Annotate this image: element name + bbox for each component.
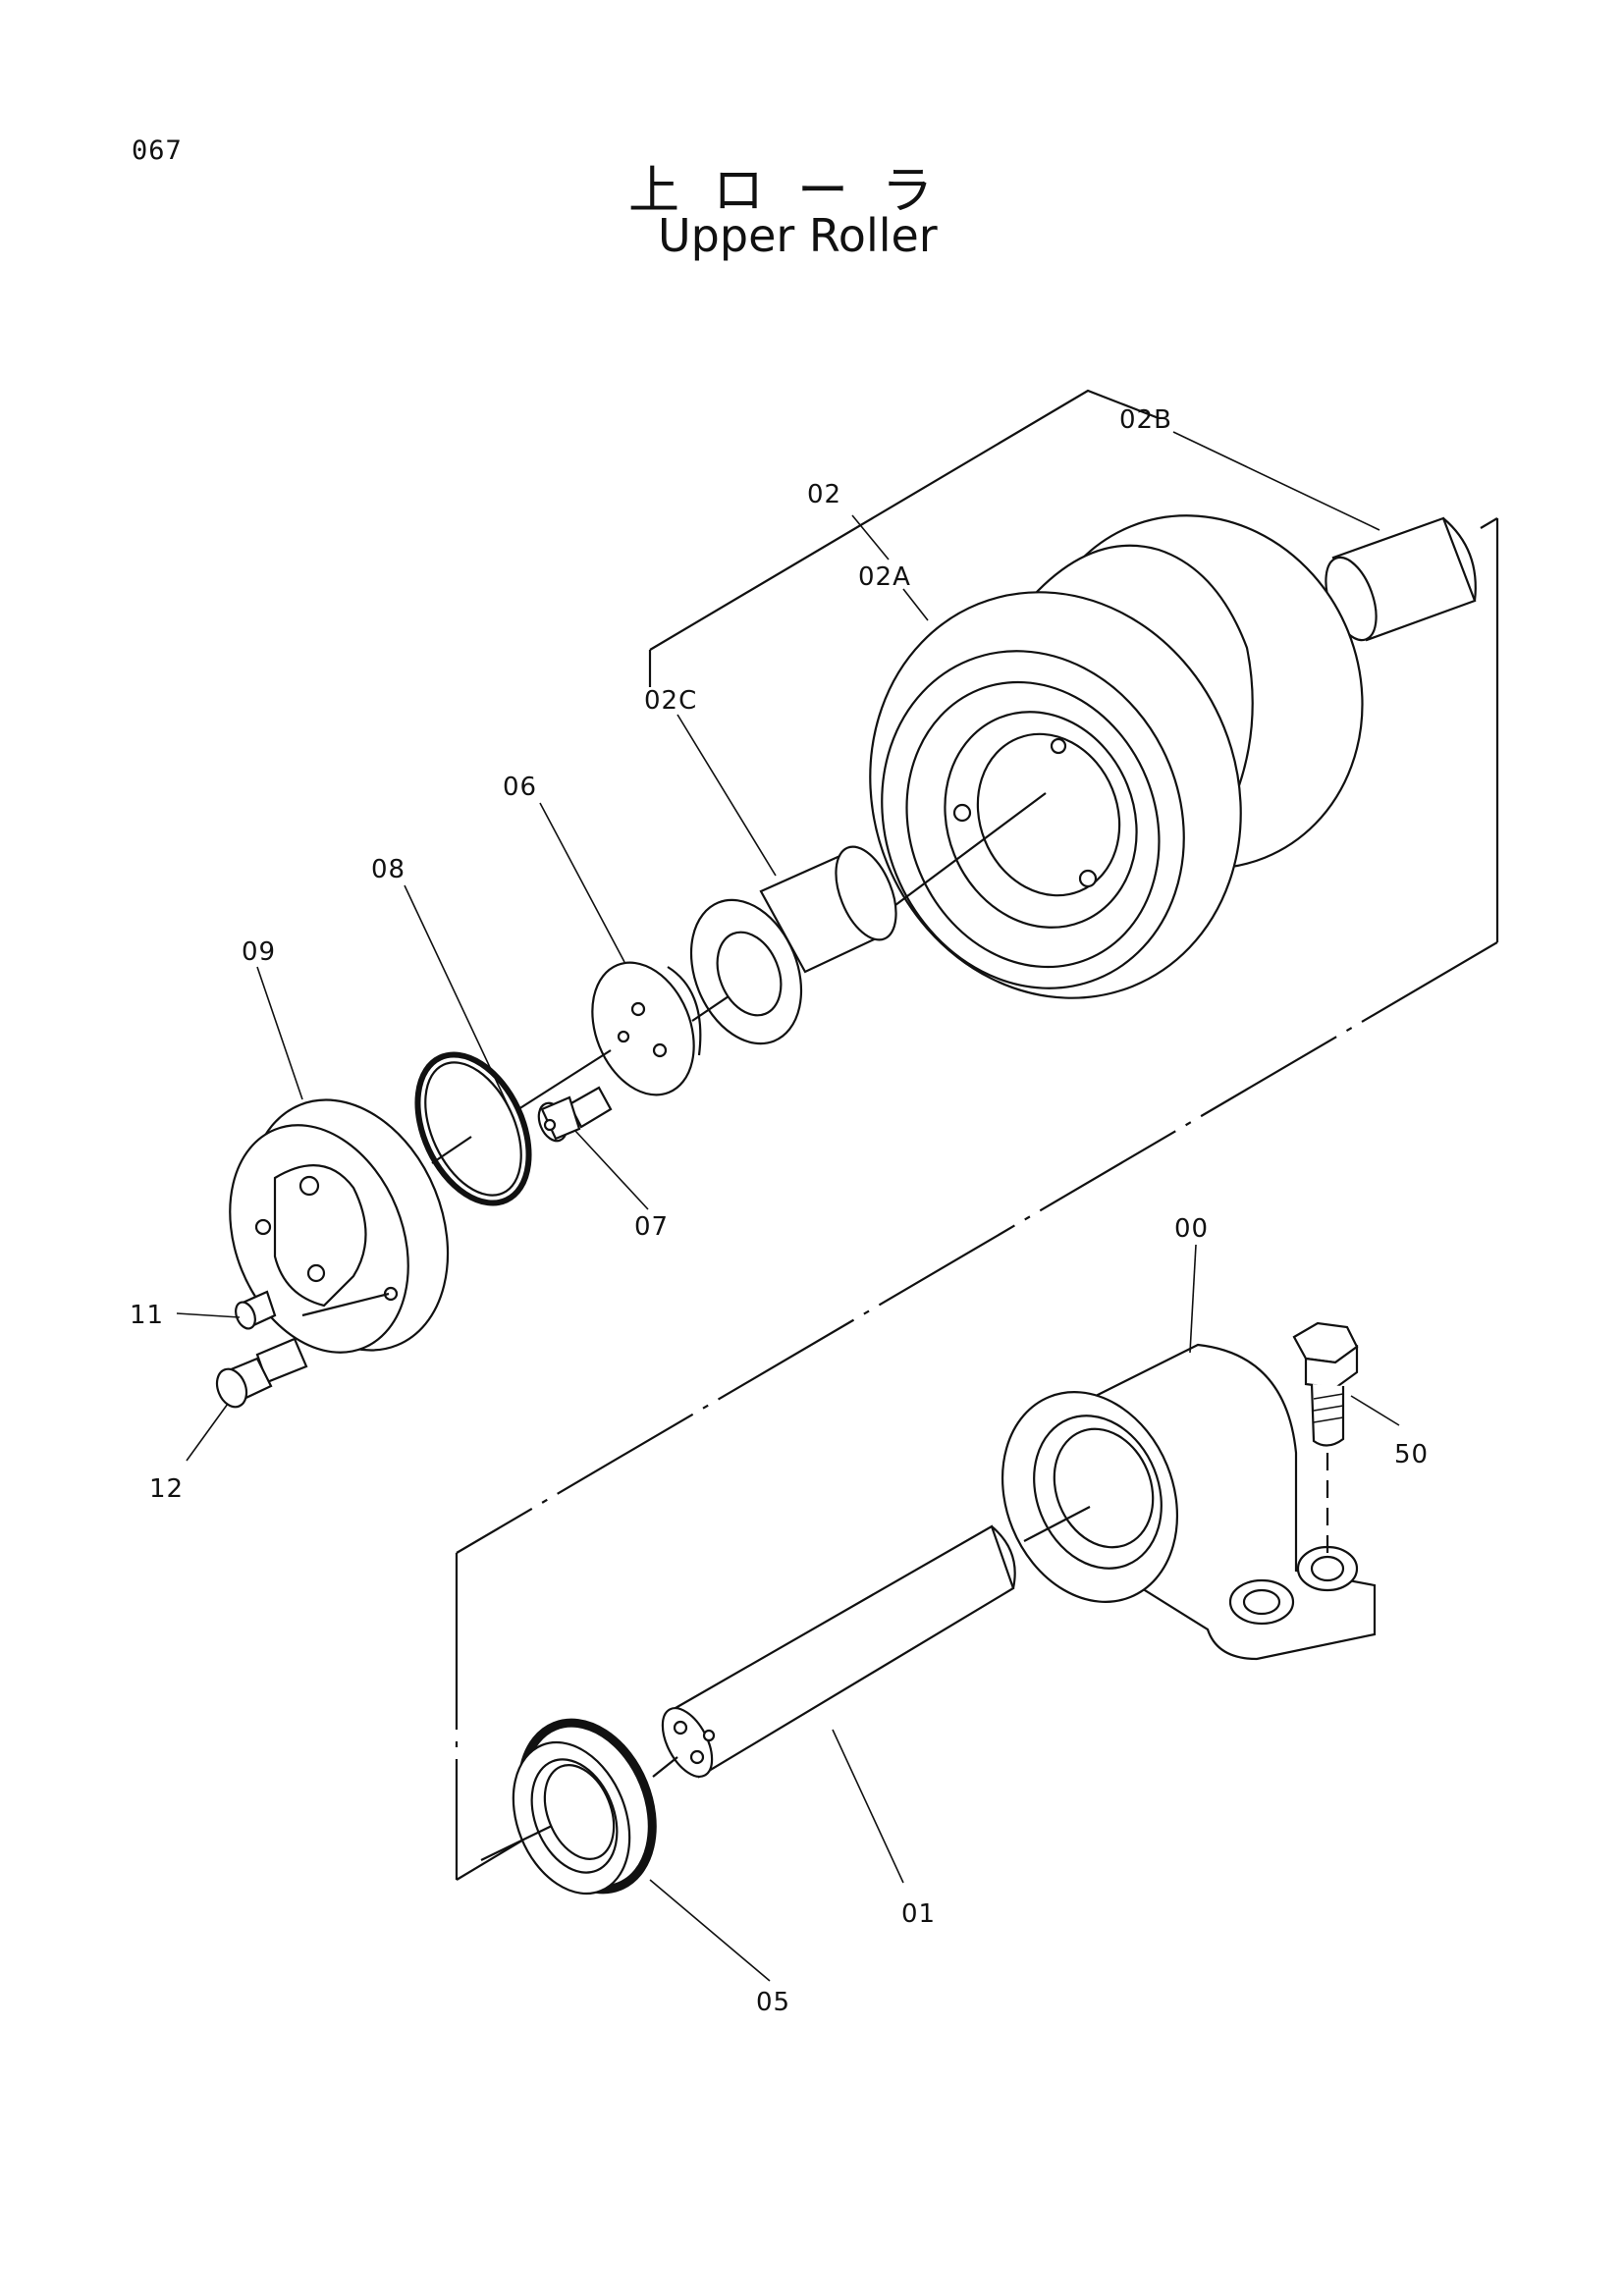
bushing-02b: [1325, 516, 1477, 642]
callout-11: 11: [130, 1301, 164, 1330]
callout-02c: 02C: [644, 686, 697, 716]
callout-12: 12: [149, 1474, 184, 1504]
callout-08: 08: [371, 855, 406, 884]
leader-lines: [176, 431, 1400, 1982]
end-cap-09: [229, 1098, 450, 1354]
roller-body-02a: [869, 514, 1364, 999]
callout-02b: 02B: [1119, 405, 1172, 435]
title-japanese: 上ローラ: [628, 162, 967, 221]
callout-01: 01: [901, 1899, 936, 1929]
callout-06: 06: [503, 773, 537, 802]
sleeve-02c: [689, 845, 897, 1045]
callout-07: 07: [634, 1212, 669, 1242]
hex-bolt-50: [1292, 1321, 1359, 1556]
callout-50: 50: [1394, 1440, 1429, 1469]
page-number: 067: [132, 135, 183, 166]
bolt-12: [215, 1337, 308, 1409]
callout-05: 05: [756, 1988, 790, 2017]
shaft-01: [652, 1524, 1016, 1779]
set-screw-11: [235, 1290, 277, 1330]
callout-00: 00: [1174, 1214, 1209, 1244]
screw-07: [537, 1086, 613, 1143]
o-ring-08: [414, 1051, 532, 1206]
callout-02a: 02A: [858, 562, 911, 592]
callout-02: 02: [807, 480, 841, 509]
callout-09: 09: [242, 937, 276, 967]
title-english: Upper Roller: [658, 209, 938, 262]
assembly-bracket: [455, 389, 1499, 1881]
plate-06: [517, 961, 702, 1110]
support-bracket-00: [1001, 1343, 1377, 1661]
floating-seal-05: [480, 1718, 657, 1896]
callout-labels: 02B 02 02A 02C 06 08 09 07 11 12 00 50 0…: [130, 405, 1429, 2017]
